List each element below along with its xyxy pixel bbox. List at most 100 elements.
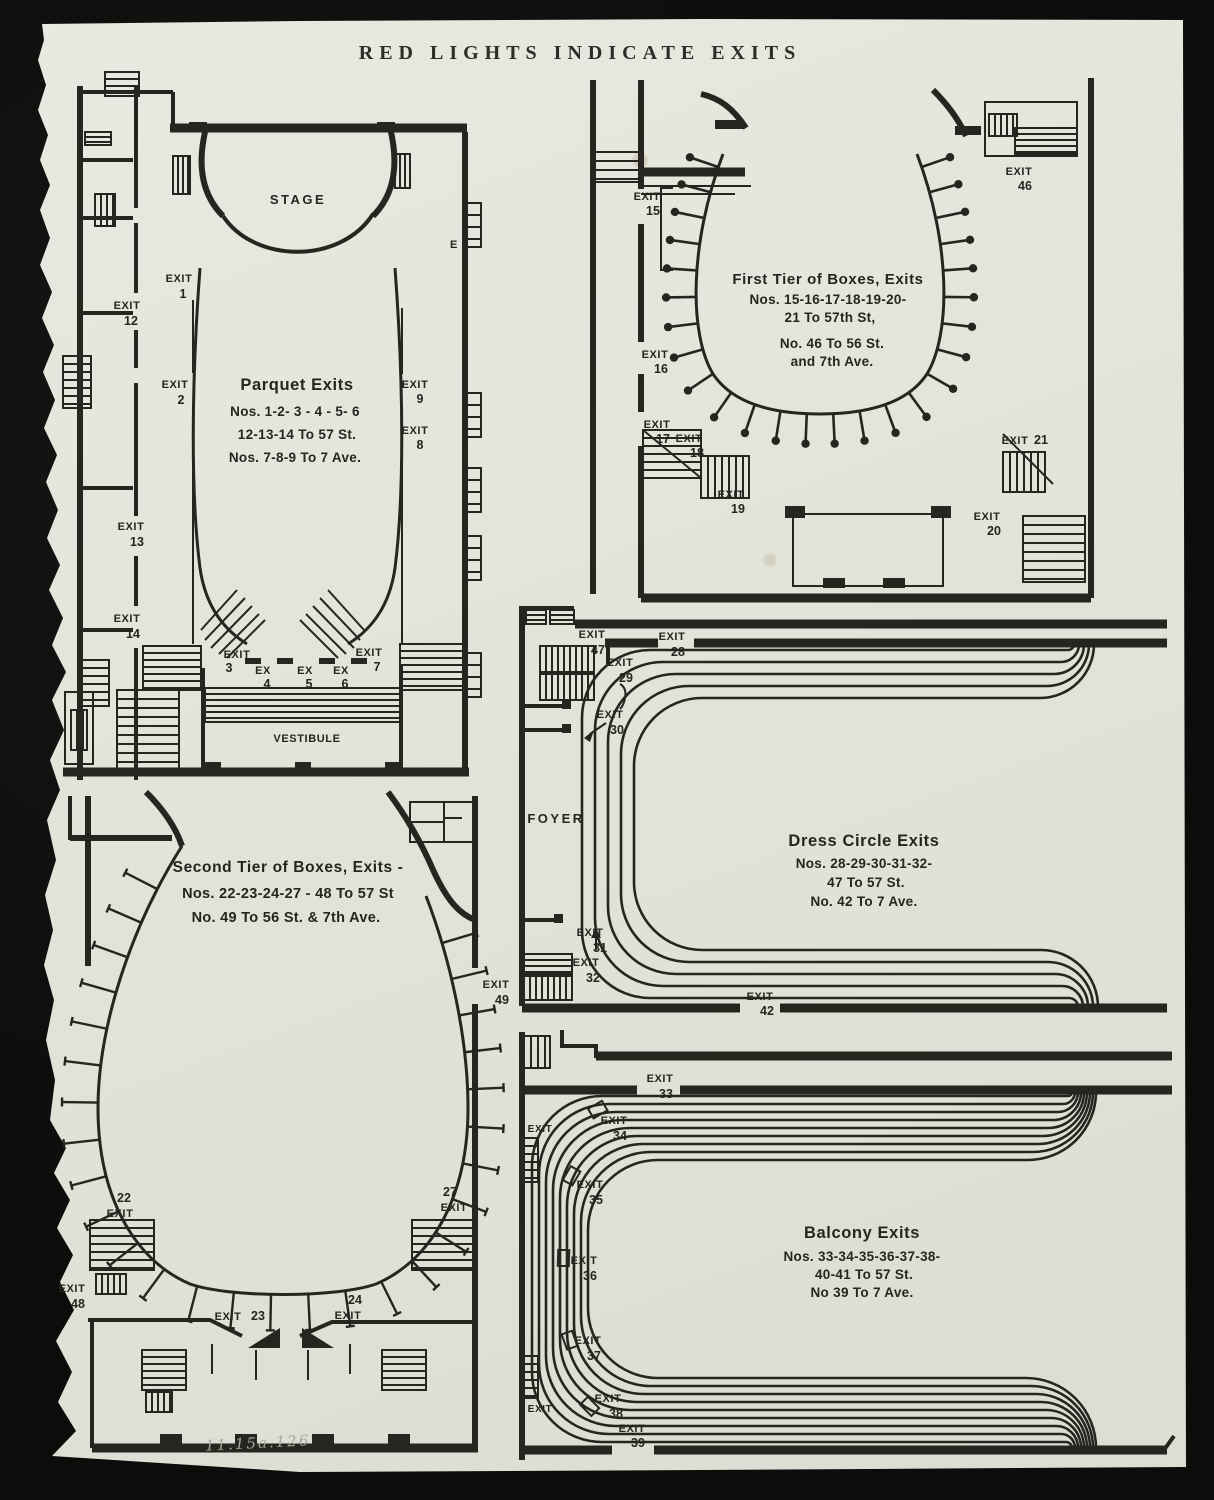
- exit-number: 29: [619, 671, 633, 685]
- exit-label: EXIT: [1002, 435, 1029, 447]
- balcony-line: 40-41 To 57 St.: [815, 1267, 913, 1282]
- balcony-aisle-curves: [530, 1091, 1098, 1449]
- exit-label: EXIT: [114, 300, 141, 312]
- exit-label: EXIT: [579, 629, 606, 641]
- exit-label: EXIT: [1006, 166, 1033, 178]
- second-tier-boxes: [60, 845, 505, 1332]
- exit-number: 46: [1018, 179, 1032, 193]
- exit-number: 6: [342, 677, 349, 691]
- second-tier-line: No. 49 To 56 St. & 7th Ave.: [192, 910, 381, 926]
- door-mark: E: [450, 239, 458, 251]
- parquet-labels: EXIT 1 EXIT 12 EXIT 2 EXIT 13 EXIT 14 EX…: [114, 239, 458, 745]
- exit-number: 13: [130, 535, 144, 549]
- exit-label: EXIT: [356, 647, 383, 659]
- second-tier-walls: [68, 789, 478, 1453]
- exit-label: EXIT: [642, 349, 669, 361]
- exit-number: 16: [654, 362, 668, 376]
- exit-label: EXIT: [402, 379, 429, 391]
- parquet-line: Nos. 1-2- 3 - 4 - 5- 6: [230, 404, 360, 419]
- stage-label: STAGE: [270, 192, 326, 207]
- exit-label: EXIT: [619, 1423, 646, 1435]
- parquet-line: 12-13-14 To 57 St.: [238, 427, 356, 442]
- exit-number: 33: [659, 1087, 673, 1101]
- exit-label: EXIT: [402, 425, 429, 437]
- exit-number: 5: [306, 677, 313, 691]
- exit-label: EX: [255, 665, 271, 677]
- exit-number: 48: [71, 1297, 85, 1311]
- exit-label: EXIT: [659, 631, 686, 643]
- exit-number: 14: [126, 627, 140, 641]
- second-tier-title: Second Tier of Boxes, Exits -: [173, 859, 404, 876]
- exit-label: EXIT: [647, 1073, 674, 1085]
- balcony-line: Nos. 33-34-35-36-37-38-: [784, 1249, 941, 1264]
- first-tier-line: No. 46 To 56 St.: [780, 336, 884, 351]
- exit-number: 23: [251, 1309, 265, 1323]
- exit-number: 15: [646, 204, 660, 218]
- exit-number: 39: [631, 1436, 645, 1450]
- exit-label: EXIT: [718, 489, 745, 501]
- parquet-title: Parquet Exits: [240, 376, 353, 394]
- first-tier-boxes: [661, 153, 979, 448]
- first-tier-title: First Tier of Boxes, Exits: [732, 271, 923, 288]
- balcony-walls: [519, 1030, 1176, 1460]
- exit-label: EXIT: [595, 1393, 622, 1405]
- first-tier-walls: [590, 78, 1094, 603]
- first-tier-line: 21 To 57th St,: [785, 310, 876, 325]
- exit-number: 4: [264, 677, 271, 691]
- exit-label: EXIT: [607, 657, 634, 669]
- exit-number: 38: [609, 1407, 623, 1421]
- exit-number: 36: [583, 1269, 597, 1283]
- exit-label: EXIT: [335, 1310, 362, 1322]
- exit-number: 9: [417, 392, 424, 406]
- exit-label: EXIT: [676, 433, 703, 445]
- exit-label: EXIT: [528, 1124, 553, 1135]
- exit-label: EXIT: [575, 1335, 602, 1347]
- exit-label: EXIT: [644, 419, 671, 431]
- exit-number: 7: [374, 660, 381, 674]
- exit-label: EXIT: [166, 273, 193, 285]
- dress-circle-walls: [519, 606, 1167, 1013]
- exit-number: 17: [656, 432, 670, 446]
- exit-number: 32: [586, 971, 600, 985]
- exit-number: 21: [1034, 433, 1048, 447]
- exit-number: 12: [124, 314, 138, 328]
- exit-number: 1: [180, 287, 187, 301]
- exit-label: EXIT: [601, 1115, 628, 1127]
- exit-label: EX: [333, 665, 349, 677]
- exit-number: 37: [587, 1349, 601, 1363]
- exit-number: 18: [690, 446, 704, 460]
- exit-number: 27: [443, 1185, 457, 1199]
- exit-number: 22: [117, 1191, 131, 1205]
- first-tier-plan-figure: EXIT 15 EXIT 16 EXIT 17 EXIT 18 EXIT 19 …: [590, 78, 1094, 603]
- exit-label: EXIT: [974, 511, 1001, 523]
- exit-label: EXIT: [573, 957, 600, 969]
- exit-label: EXIT: [162, 379, 189, 391]
- exit-label: EXIT: [114, 613, 141, 625]
- exit-label: EXIT: [441, 1202, 468, 1214]
- first-tier-labels: EXIT 15 EXIT 16 EXIT 17 EXIT 18 EXIT 19 …: [634, 166, 1048, 538]
- exit-label: EXIT: [577, 1179, 604, 1191]
- dress-circle-labels: EXIT 47 EXIT 28 EXIT 29 EXIT 30 EXIT 31 …: [527, 629, 939, 1018]
- second-tier-labels: Second Tier of Boxes, Exits - Nos. 22-23…: [59, 859, 509, 1323]
- exit-label: EXIT: [215, 1311, 242, 1323]
- vestibule-label: VESTIBULE: [273, 733, 340, 745]
- dress-circle-line: 47 To 57 St.: [827, 875, 905, 890]
- exit-number: 24: [348, 1293, 362, 1307]
- second-tier-line: Nos. 22-23-24-27 - 48 To 57 St: [182, 886, 394, 902]
- dress-circle-aisle-curves: [580, 643, 1100, 1008]
- exit-number: 2: [178, 393, 185, 407]
- parquet-line: Nos. 7-8-9 To 7 Ave.: [229, 450, 361, 465]
- dress-circle-title: Dress Circle Exits: [788, 832, 939, 850]
- exit-label: EXIT: [577, 927, 604, 939]
- parquet-seating: [116, 267, 465, 775]
- dress-circle-line: No. 42 To 7 Ave.: [810, 894, 917, 909]
- exit-number: 31: [593, 941, 607, 955]
- exit-label: EXIT: [528, 1404, 553, 1415]
- balcony-labels: EXIT 33 EXIT EXIT 34 EXIT 35 EXIT 36 EXI…: [528, 1073, 941, 1450]
- exit-label: EXIT: [747, 991, 774, 1003]
- exit-number: 35: [589, 1193, 603, 1207]
- first-tier-line: and 7th Ave.: [791, 354, 874, 369]
- exit-number: 47: [591, 643, 605, 657]
